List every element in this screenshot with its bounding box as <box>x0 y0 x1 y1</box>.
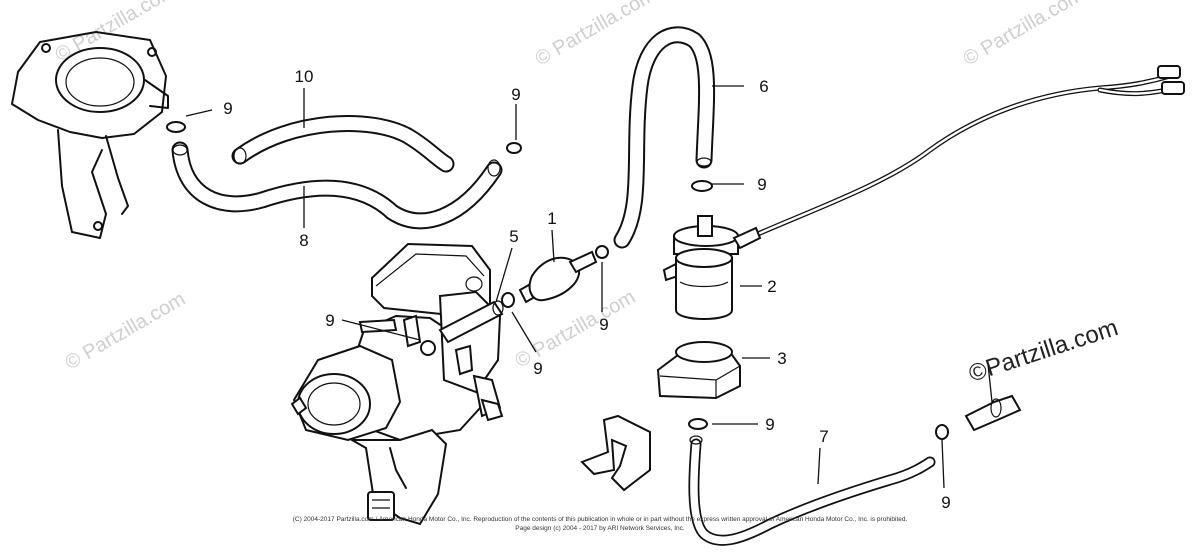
callout-9: 9 <box>533 359 542 378</box>
clips-9 <box>166 121 949 440</box>
fuel-valve-bracket <box>11 31 169 239</box>
hose-8 <box>171 141 503 230</box>
callout-2: 2 <box>767 277 776 296</box>
callout-8: 8 <box>299 231 308 250</box>
page-design-line: Page design (c) 2004 - 2017 by ARI Netwo… <box>515 525 685 532</box>
callout-9: 9 <box>223 99 232 118</box>
watermark: © Partzilla.com <box>960 0 1088 70</box>
callout-9: 9 <box>325 311 334 330</box>
callout-10: 10 <box>295 67 314 86</box>
carburetor <box>290 242 504 526</box>
callout-9: 9 <box>599 315 608 334</box>
callout-9: 9 <box>941 493 950 512</box>
callout-numbers: 10 9 9 8 6 9 5 1 2 9 9 9 3 9 7 9 <box>223 67 950 512</box>
hose-nozzle <box>964 394 1022 432</box>
fuel-filter-1 <box>518 250 598 304</box>
hose-bracket <box>580 414 651 492</box>
hose-6 <box>613 26 716 249</box>
joint-pipe-5 <box>438 300 504 344</box>
callout-6: 6 <box>759 77 768 96</box>
copyright-line: (C) 2004-2017 Partzilla.com / American H… <box>293 516 908 523</box>
copyright-footer: (C) 2004-2017 Partzilla.com / American H… <box>293 516 908 532</box>
leader-lines <box>185 85 993 489</box>
callout-1: 1 <box>547 209 556 228</box>
watermark: © Partzilla.com <box>62 288 190 374</box>
hose-7 <box>688 435 936 546</box>
callout-9: 9 <box>765 415 774 434</box>
callout-9: 9 <box>757 175 766 194</box>
hose-10 <box>231 115 455 173</box>
callout-9: 9 <box>511 85 520 104</box>
callout-3: 3 <box>777 349 786 368</box>
holder-3 <box>656 341 741 400</box>
fuel-pump-2 <box>662 65 1185 320</box>
callout-7: 7 <box>819 427 828 446</box>
callout-5: 5 <box>509 227 518 246</box>
